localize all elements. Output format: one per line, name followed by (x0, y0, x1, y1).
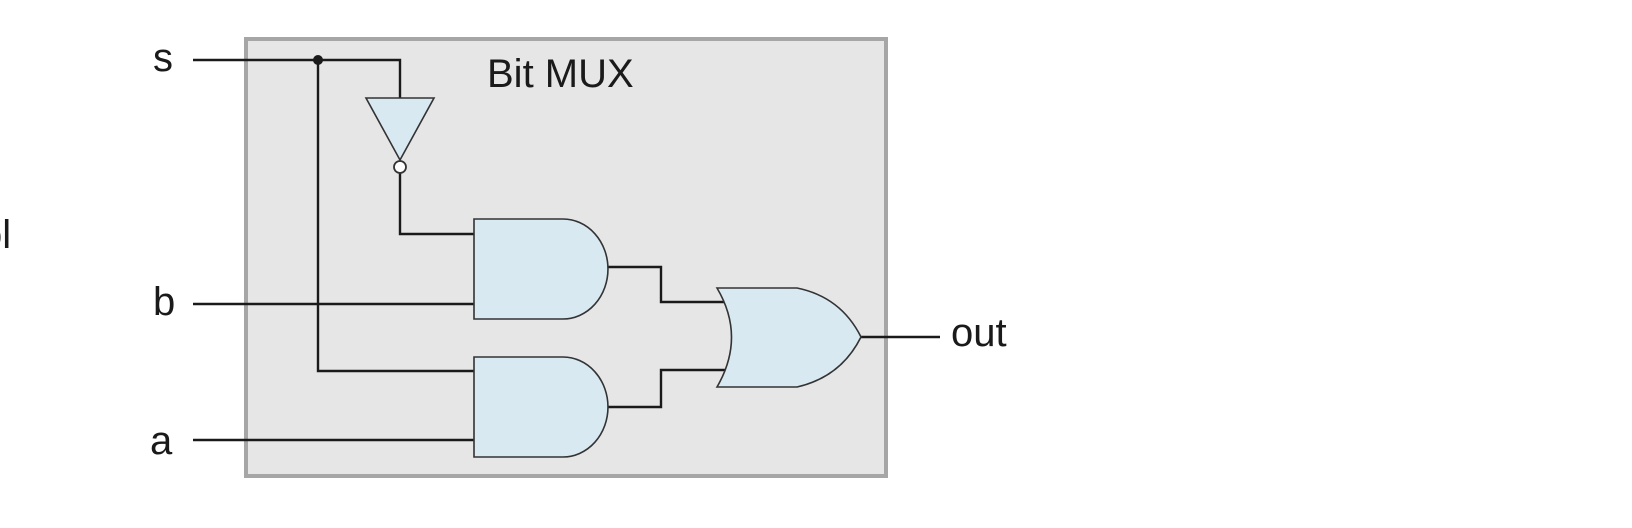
junction-dot (313, 55, 323, 65)
wire-not-to-and (398, 173, 474, 236)
mux-title: Bit MUX (487, 52, 634, 96)
wire-s-branch (316, 60, 474, 373)
output-label: out (951, 311, 1007, 355)
not-gate (364, 97, 436, 162)
cropped-label: ol (0, 213, 11, 257)
or-gate (715, 287, 862, 388)
not-gate-bubble (393, 160, 407, 174)
input-label-b: b (153, 280, 175, 324)
input-label-a: a (150, 419, 173, 463)
wire-s-input (193, 58, 402, 98)
and-gate-top (473, 218, 609, 320)
wire-and-bottom-to-or (608, 368, 726, 409)
wire-and-top-to-or (608, 265, 726, 304)
and-gate-bottom (473, 356, 609, 458)
input-label-s: s (153, 36, 173, 80)
